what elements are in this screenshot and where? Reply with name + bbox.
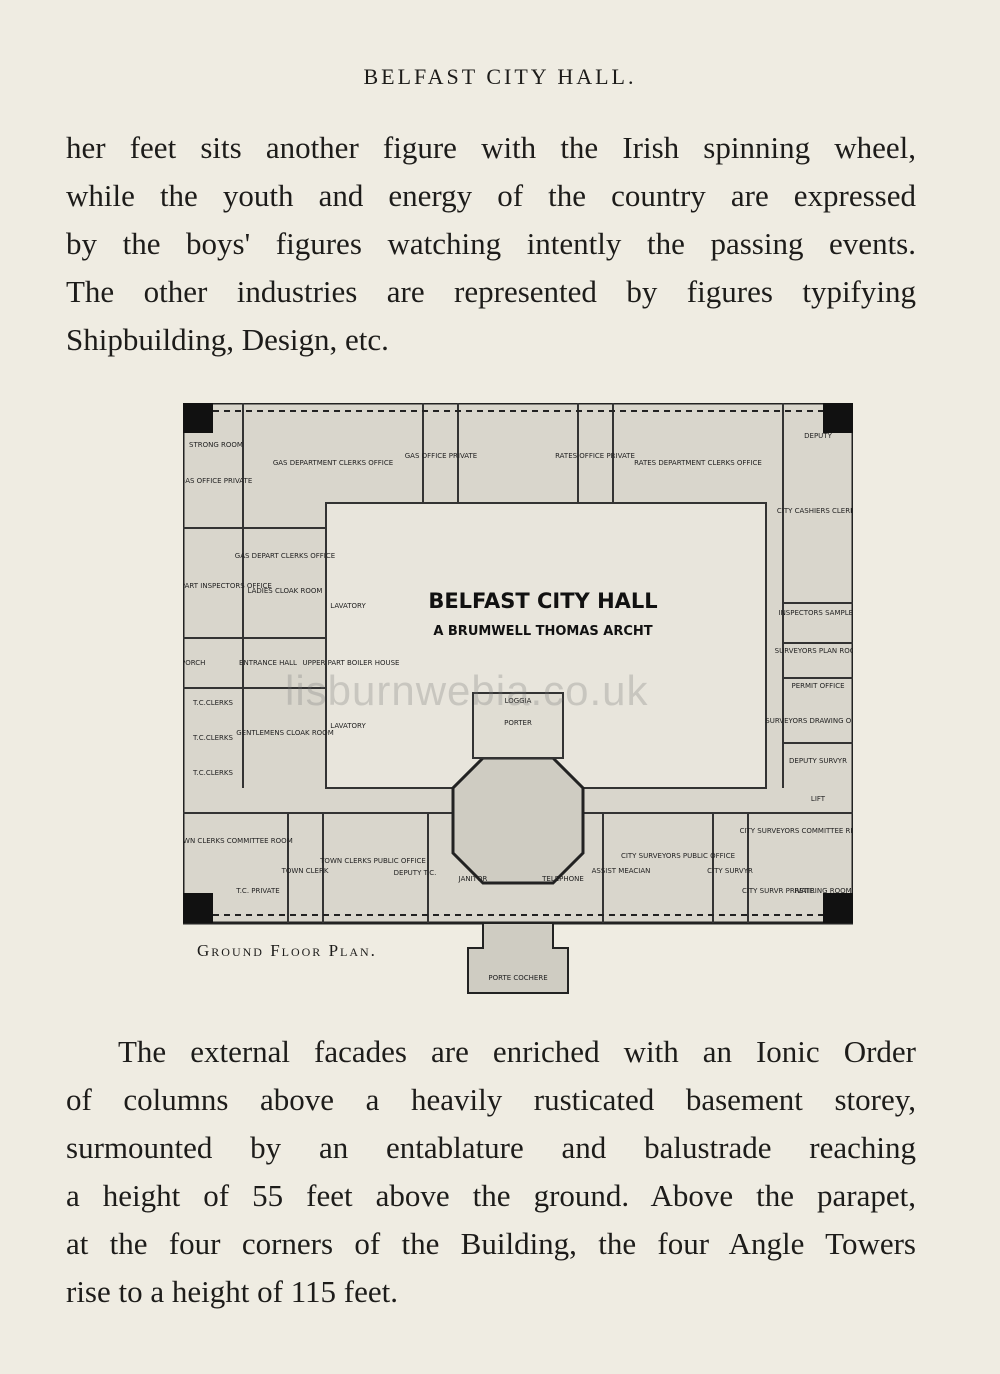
ground-floor-plan: BELFAST CITY HALL A BRUMWELL THOMAS ARCH… [154, 401, 871, 1018]
room-label: T.C.CLERKS [192, 734, 233, 742]
paragraph-line: Shipbuilding, Design, etc. [66, 322, 389, 357]
corner-tower [823, 403, 853, 433]
room-label: LIFT [811, 795, 826, 803]
plan-title: BELFAST CITY HALL [428, 589, 657, 613]
room-label: SURVEYORS DRAWING OFFICE [765, 717, 853, 725]
room-label: TOWN CLERKS PUBLIC OFFICE [319, 857, 426, 865]
room-label: GAS DEPART INSPECTORS OFFICE [183, 582, 272, 590]
paragraph-line: while the youth and energy of the countr… [66, 178, 916, 213]
room-label: GAS DEPARTMENT CLERKS OFFICE [273, 459, 393, 467]
porte-cochere-block [467, 922, 569, 994]
room-label: TELEPHONE [541, 875, 584, 883]
paragraph-line: surmounted by an entablature and balustr… [66, 1130, 916, 1165]
corner-tower [823, 893, 853, 923]
plan-caption: Ground Floor Plan. [197, 941, 377, 960]
room-label: DEPUTY [804, 432, 832, 440]
room-label: CITY SURVYR [707, 867, 753, 875]
room-label: RETIRING ROOM [794, 887, 851, 895]
room-label: PERMIT OFFICE [791, 682, 844, 690]
paragraph-line: by the boys' figures watching intently t… [66, 226, 916, 261]
room-label: CITY SURVR PRIVATE [742, 887, 814, 895]
room-label: TOWN CLERK [281, 867, 329, 875]
room-label: GENTLEMENS CLOAK ROOM [236, 729, 334, 737]
room-label: DEPUTY SURVYR [789, 757, 847, 765]
room-label: TOWN CLERKS COMMITTEE ROOM [183, 837, 293, 845]
paragraph-line: The external facades are enriched with a… [118, 1034, 916, 1069]
room-label: JANITOR [458, 875, 488, 883]
paragraph-line: The other industries are represented by … [66, 274, 916, 309]
room-label: PORCH [183, 659, 205, 667]
room-label: RATES OFFICE PRIVATE [555, 452, 635, 460]
running-head: BELFAST CITY HALL. [363, 64, 637, 89]
room-label: GAS OFFICE PRIVATE [183, 477, 252, 485]
room-label: T.C.CLERKS [192, 769, 233, 777]
watermark: lisburnwebia.co.uk [285, 667, 649, 714]
room-label: RATES DEPARTMENT CLERKS OFFICE [634, 459, 762, 467]
room-label: LADIES CLOAK ROOM [248, 587, 323, 595]
room-label: GAS DEPART CLERKS OFFICE [235, 552, 335, 560]
corner-tower [183, 893, 213, 923]
room-label: SURVEYORS PLAN ROOM [775, 647, 853, 655]
room-label: STRONG ROOM [189, 441, 243, 449]
room-label: T.C.CLERKS [192, 699, 233, 707]
room-label: ASSIST MEACIAN [592, 867, 651, 875]
plan-architect: A BRUMWELL THOMAS ARCHT [433, 624, 652, 639]
paragraph-line: at the four corners of the Building, the… [66, 1226, 916, 1261]
loggia-block [472, 692, 564, 759]
room-label: ENTRANCE HALL [239, 659, 297, 667]
room-label: CITY SURVEYORS PUBLIC OFFICE [621, 852, 735, 860]
room-label: DEPUTY T.C. [394, 869, 437, 877]
paragraph-2: The external facades are enriched with a… [66, 1028, 916, 1316]
paragraph-line: a height of 55 feet above the ground. Ab… [66, 1178, 916, 1213]
central-hall [451, 756, 585, 885]
room-label: UPPER PART BOILER HOUSE [303, 659, 400, 667]
room-label: CITY SURVEYORS COMMITTEE RM [740, 827, 853, 835]
room-label: GAS OFFICE PRIVATE [405, 452, 477, 460]
room-label: INSPECTORS SAMPLES [779, 609, 853, 617]
room-label: LAVATORY [330, 722, 366, 730]
paragraph-line: her feet sits another figure with the Ir… [66, 130, 916, 165]
room-label: T.C. PRIVATE [235, 887, 279, 895]
room-label: PORTE COCHERE [488, 974, 547, 982]
room-label: LOGGIA [505, 697, 532, 705]
paragraph-line: rise to a height of 115 feet. [66, 1274, 398, 1309]
room-label: CITY CASHIERS CLERKS [777, 507, 853, 515]
room-label: LAVATORY [330, 602, 366, 610]
floor-plan-drawing: BELFAST CITY HALL A BRUMWELL THOMAS ARCH… [154, 401, 871, 994]
room-label: PORTER [504, 719, 532, 727]
corner-tower [183, 403, 213, 433]
paragraph-line: of columns above a heavily rusticated ba… [66, 1082, 916, 1117]
paragraph-1: her feet sits another figure with the Ir… [66, 124, 916, 364]
